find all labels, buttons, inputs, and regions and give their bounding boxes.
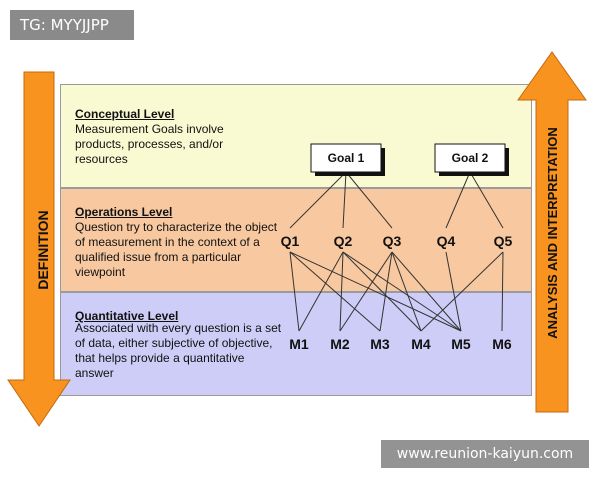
operations-level-title: Operations Level bbox=[75, 205, 173, 219]
question-metric-link bbox=[289, 251, 462, 332]
question-metric-link bbox=[420, 251, 504, 332]
conceptual-level-title: Conceptual Level bbox=[75, 107, 175, 121]
analysis-label: ANALYSIS AND INTERPRETATION bbox=[545, 127, 560, 339]
question-metric-link bbox=[391, 251, 422, 332]
question-metric-link bbox=[289, 251, 381, 332]
metric-label: M4 bbox=[411, 336, 431, 352]
goal-question-link bbox=[469, 171, 504, 229]
metric-label: M5 bbox=[451, 336, 471, 352]
question-metric-link bbox=[298, 251, 344, 332]
quantitative-level-band bbox=[60, 292, 532, 396]
question-metric-link bbox=[339, 251, 344, 332]
question-label: Q5 bbox=[494, 233, 513, 249]
question-metric-link bbox=[342, 251, 422, 332]
watermark-top-left: TG: MYYJJPP bbox=[10, 10, 134, 40]
metric-label: M3 bbox=[370, 336, 390, 352]
goal-box bbox=[434, 143, 506, 173]
definition-arrow bbox=[7, 71, 71, 427]
watermark-bottom-right: www.reunion-kaiyun.com bbox=[381, 440, 589, 468]
goal-question-link bbox=[345, 171, 393, 229]
operations-level-description: Question try to characterize the object … bbox=[75, 220, 278, 279]
question-label: Q3 bbox=[383, 233, 402, 249]
question-metric-link bbox=[339, 251, 393, 332]
definition-label: DEFINITION bbox=[35, 210, 51, 289]
question-label: Q1 bbox=[281, 233, 300, 249]
arrows-layer: DEFINITION ANALYSIS AND INTERPRETATION bbox=[7, 51, 587, 427]
question-metric-link bbox=[501, 251, 504, 332]
goal-label: Goal 2 bbox=[452, 151, 489, 165]
goal-box bbox=[310, 143, 382, 173]
question-metric-link bbox=[289, 251, 300, 332]
question-label: Q2 bbox=[334, 233, 353, 249]
question-label: Q4 bbox=[437, 233, 456, 249]
quantitative-level-description: Associated with every question is a set … bbox=[75, 321, 282, 380]
question-metric-link bbox=[379, 251, 393, 332]
analysis-arrow bbox=[517, 51, 587, 413]
operations-level-band bbox=[60, 188, 532, 292]
question-metric-link bbox=[342, 251, 462, 332]
goal-question-link bbox=[289, 171, 347, 229]
question-metric-link bbox=[445, 251, 462, 332]
links-layer bbox=[289, 171, 504, 332]
goal-question-link bbox=[342, 171, 347, 229]
quantitative-level-title: Quantitative Level bbox=[75, 309, 179, 323]
metric-label: M1 bbox=[289, 336, 309, 352]
conceptual-level-description: Measurement Goals involve products, proc… bbox=[75, 122, 224, 166]
goal-label: Goal 1 bbox=[328, 151, 365, 165]
metric-label: M6 bbox=[492, 336, 512, 352]
question-metric-link bbox=[391, 251, 462, 332]
goal-question-link bbox=[445, 171, 471, 229]
metric-label: M2 bbox=[330, 336, 350, 352]
